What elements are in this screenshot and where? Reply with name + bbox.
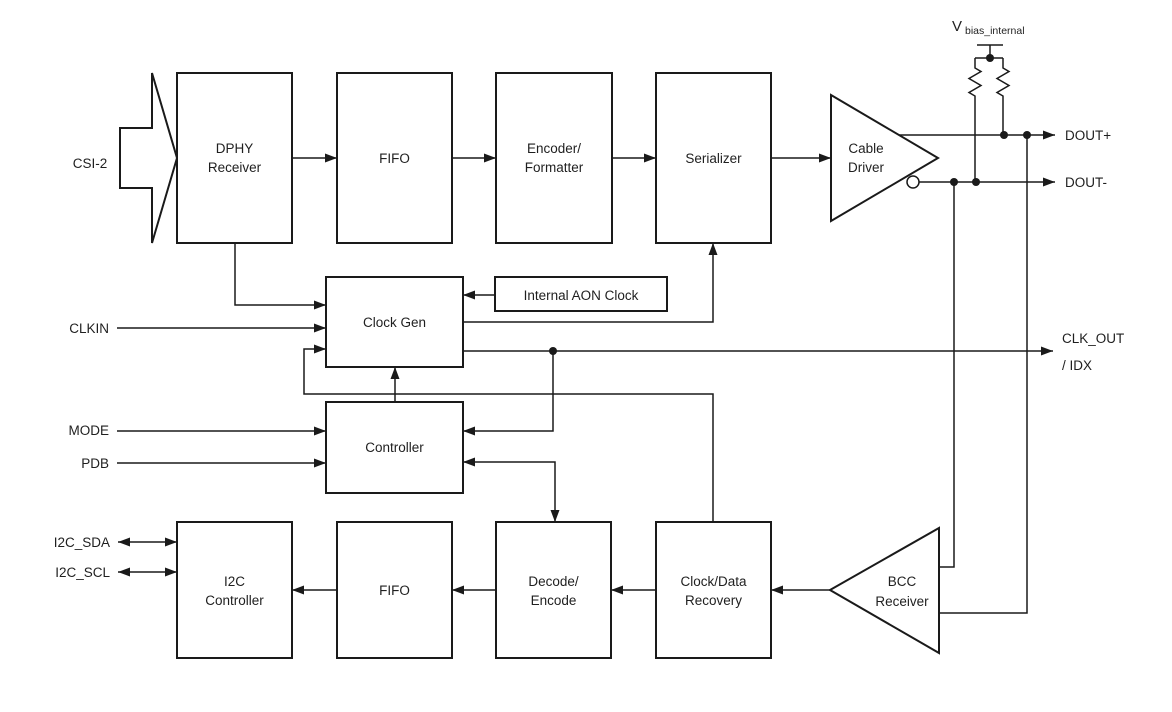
csi2-input-block-arrow — [119, 72, 179, 244]
i2c-controller-block — [176, 521, 293, 659]
junction-dot-clk-out-branch — [549, 347, 557, 355]
csi2-port-label: CSI-2 — [73, 156, 108, 171]
dout-minus-port-label: DOUT- — [1065, 175, 1107, 190]
vbias-subscript-label: bias_internal — [965, 25, 1025, 37]
serializer-block — [655, 72, 772, 244]
junction-dot-dout-plus-resistor — [1000, 131, 1008, 139]
cable-driver-triangle — [830, 93, 940, 223]
encoder-formatter-block — [495, 72, 613, 244]
i2c-controller-label-line1: I2C — [224, 574, 245, 589]
controller-label: Controller — [365, 440, 424, 455]
fifo-top-label: FIFO — [379, 151, 410, 166]
junction-dot-dout-minus-resistor — [972, 178, 980, 186]
idx-port-label: / IDX — [1062, 358, 1092, 373]
clk-out-port-label: CLK_OUT — [1062, 331, 1124, 346]
wire-controller-decode-bidirectional — [463, 457, 560, 522]
pdb-port-label: PDB — [81, 456, 109, 471]
vbias-label: V — [952, 18, 962, 35]
decode-encode-block — [495, 521, 612, 659]
mode-port-label: MODE — [69, 423, 110, 438]
bcc-receiver-label-line2: Receiver — [875, 594, 929, 609]
fifo-top-block — [336, 72, 453, 244]
junction-dot-dout-plus-tap — [1023, 131, 1031, 139]
wire-cdr-to-clock-gen — [303, 344, 714, 522]
bcc-receiver-triangle — [827, 526, 940, 655]
clock-gen-label: Clock Gen — [363, 315, 426, 330]
internal-aon-clock-block — [494, 276, 668, 312]
cable-driver-label-line2: Driver — [848, 160, 885, 175]
clock-gen-block — [325, 276, 464, 368]
decode-encode-label-line2: Encode — [531, 593, 577, 608]
vbias-network — [967, 44, 1011, 182]
i2c-sda-port-label: I2C_SDA — [54, 535, 110, 550]
internal-aon-clock-label: Internal AON Clock — [524, 288, 639, 303]
controller-block — [325, 401, 464, 494]
fifo-bottom-label: FIFO — [379, 583, 410, 598]
inverter-bubble-icon — [906, 175, 920, 189]
junction-dot-vbias — [986, 54, 994, 62]
wire-dout-plus-tap-to-bcc — [939, 135, 1028, 614]
wire-clock-gen-to-serializer — [463, 243, 718, 323]
encoder-formatter-label-line2: Formatter — [525, 160, 584, 175]
resistor-right-icon — [995, 58, 1011, 135]
dphy-receiver-block — [176, 72, 293, 244]
wire-dphy-to-clock-gen — [234, 243, 326, 310]
wires — [117, 44, 1055, 614]
wire-clk-branch-to-controller — [463, 351, 554, 436]
dout-plus-port-label: DOUT+ — [1065, 128, 1111, 143]
i2c-controller-label-line2: Controller — [205, 593, 264, 608]
decode-encode-label-line1: Decode/ — [528, 574, 579, 589]
encoder-formatter-label-line1: Encoder/ — [527, 141, 581, 156]
dphy-receiver-label-line1: DPHY — [216, 141, 254, 156]
clkin-port-label: CLKIN — [69, 321, 109, 336]
resistor-left-icon — [967, 58, 983, 182]
wire-dout-minus-tap-to-bcc — [939, 182, 955, 568]
clock-data-recovery-block — [655, 521, 772, 659]
i2c-scl-port-label: I2C_SCL — [55, 565, 110, 580]
clock-data-recovery-label-line1: Clock/Data — [680, 574, 747, 589]
clock-data-recovery-label-line2: Recovery — [685, 593, 742, 608]
dphy-receiver-label-line2: Receiver — [208, 160, 262, 175]
serializer-label: Serializer — [685, 151, 742, 166]
fifo-bottom-block — [336, 521, 453, 659]
junction-dot-dout-minus-tap — [950, 178, 958, 186]
bcc-receiver-label-line1: BCC — [888, 574, 917, 589]
cable-driver-label-line1: Cable — [848, 141, 883, 156]
